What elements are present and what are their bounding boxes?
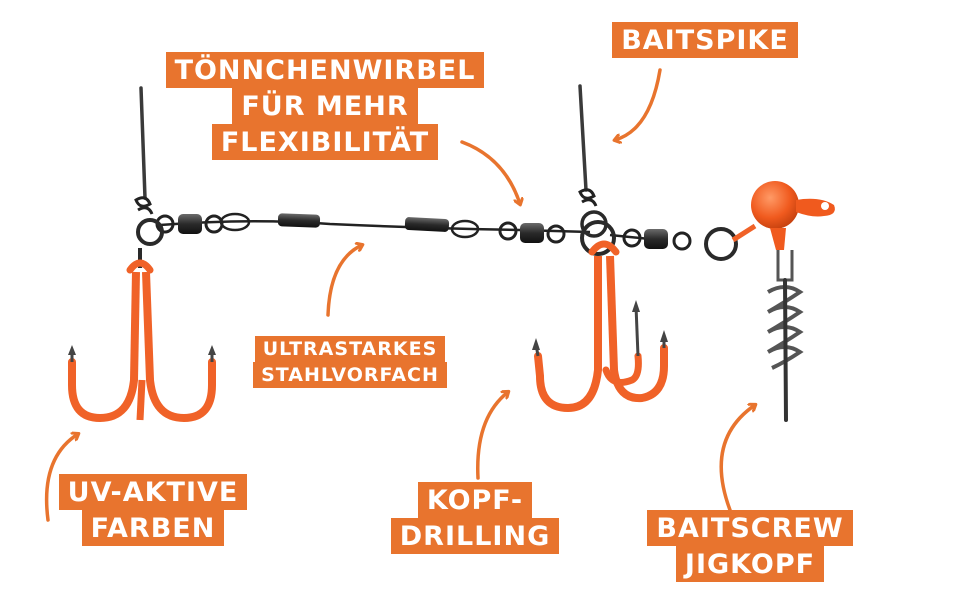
barrel-swivel-2 [498,221,566,244]
label-swivel: TÖNNCHENWIRBEL FÜR MEHR FLEXIBILITÄT [165,52,485,160]
barrel-swivel-1 [155,214,224,234]
jighead [731,181,835,250]
label-line: BAITSPIKE [612,22,798,58]
curved-arrow-icon [44,434,78,522]
curved-arrow-icon [460,140,520,204]
label-line: ULTRASTARKES [254,336,446,362]
label-line: DRILLING [390,518,560,554]
split-ring-middle [580,220,616,256]
barrel-swivel-3 [622,228,692,251]
curved-arrow-icon [615,68,662,140]
label-line: FÜR MEHR [232,88,418,124]
label-line: FLEXIBILITÄT [211,124,439,160]
split-ring-left [136,218,164,246]
label-baitspike: BAITSPIKE [610,22,800,58]
label-uv-colors: UV-AKTIVE FARBEN [48,474,258,546]
treble-hook-left [68,248,216,423]
baitspike-left [134,86,154,215]
curved-arrow-icon [326,245,362,317]
treble-hook-middle [532,240,668,413]
split-ring-right [704,227,738,261]
label-line: STAHLVORFACH [253,362,447,388]
label-head-treble: KOPF- DRILLING [380,482,570,554]
label-line: BAITSCREW [647,510,853,546]
baitscrew [766,250,804,422]
label-line: KOPF- [417,482,533,518]
label-steel-leader: ULTRASTARKES STAHLVORFACH [250,336,450,388]
label-line: JIGKOPF [675,546,825,582]
label-line: UV-AKTIVE [58,474,248,510]
label-line: TÖNNCHENWIRBEL [165,52,485,88]
curved-arrow-icon [476,392,508,480]
label-line: FARBEN [81,510,225,546]
curved-arrow-icon [719,405,755,512]
label-baitscrew-jighead: BAITSCREW JIGKOPF [630,510,870,582]
baitspike-right [578,84,608,238]
